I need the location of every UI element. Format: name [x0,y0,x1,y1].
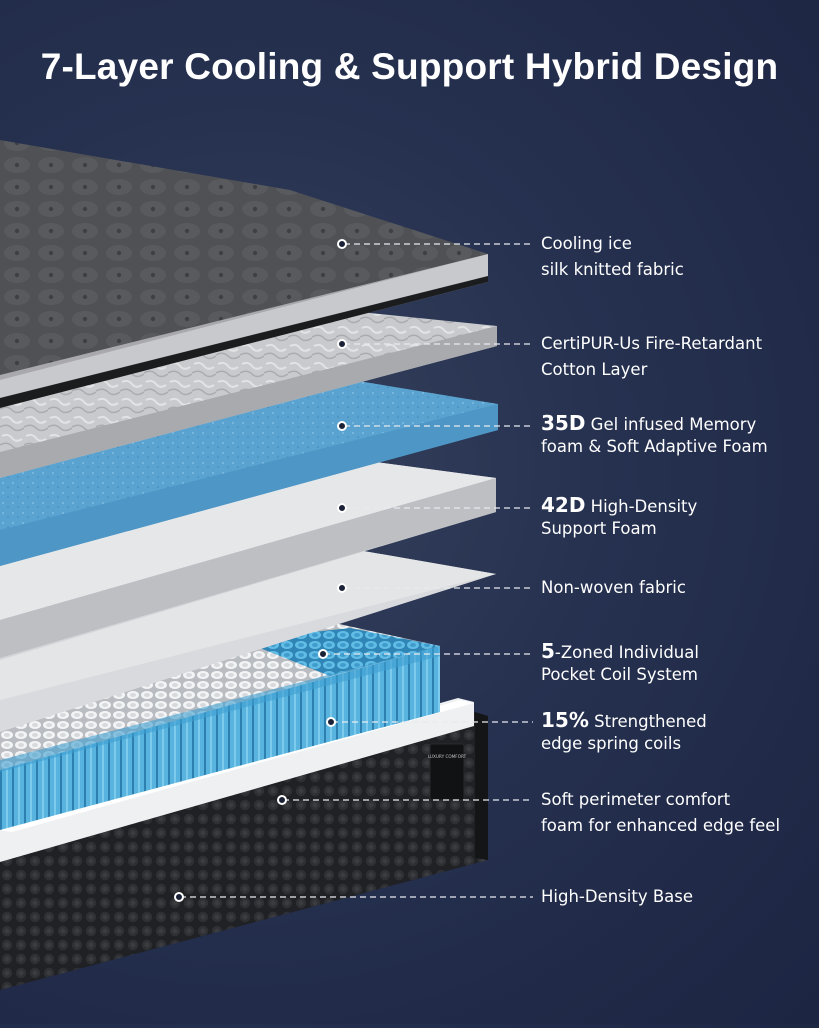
label-line1: High-Density Base [541,887,694,906]
label-cooling-fabric: Cooling ice silk knitted fabric [541,233,684,281]
label-line1: Cooling ice [541,234,632,253]
label-gel-memory-foam: 35D Gel infused Memory foam & Soft Adapt… [541,412,768,458]
label-edge-coils: 15% Strengthened edge spring coils [541,709,707,755]
base-layer: LUXURY COMFORT [0,712,488,990]
highlight-value: 15% [541,708,589,732]
page-title: 7-Layer Cooling & Support Hybrid Design [40,46,779,87]
label-line2: foam & Soft Adaptive Foam [541,437,768,456]
label-line2: edge spring coils [541,734,682,753]
label-line2: Pocket Coil System [541,665,698,684]
label-line2: foam for enhanced edge feel [541,816,781,835]
label-line1: Non-woven fabric [541,578,686,597]
leader-lines [180,243,533,898]
label-perimeter-foam: Soft perimeter comfort foam for enhanced… [541,789,780,837]
label-pocket-coil: 5-Zoned Individual Pocket Coil System [541,640,699,686]
non-woven-fabric-layer [0,540,496,732]
label-line2: silk knitted fabric [541,260,684,279]
label-line1: 15% Strengthened [541,709,707,733]
label-fire-retardant-cotton: CertiPUR-Us Fire-Retardant Cotton Layer [541,333,762,381]
pocket-coil-layer [0,622,440,830]
cooling-fabric-layer [0,140,488,408]
label-text: Strengthened [588,712,707,731]
label-line2: Cotton Layer [541,360,648,379]
gel-memory-foam-layer [0,378,498,566]
label-text: High-Density [585,497,698,516]
label-support-foam: 42D High-Density Support Foam [541,494,697,540]
highlight-value: 35D [541,411,586,435]
label-line1: 35D Gel infused Memory [541,412,768,436]
label-line1: Soft perimeter comfort [541,790,731,809]
label-line1: 42D High-Density [541,494,697,518]
leader-dots [174,239,347,902]
highlight-value: 5 [541,639,555,663]
label-text: -Zoned Individual [554,643,699,662]
highlight-value: 42D [541,493,586,517]
fire-retardant-cotton-layer [0,310,497,478]
label-non-woven-fabric: Non-woven fabric [541,577,686,599]
support-foam-layer [0,456,496,660]
label-line1: CertiPUR-Us Fire-Retardant [541,334,763,353]
brand-tag: LUXURY COMFORT [428,754,467,759]
label-text: Gel infused Memory [585,415,757,434]
label-base: High-Density Base [541,886,693,908]
label-line1: 5-Zoned Individual [541,640,699,664]
label-line2: Support Foam [541,519,657,538]
